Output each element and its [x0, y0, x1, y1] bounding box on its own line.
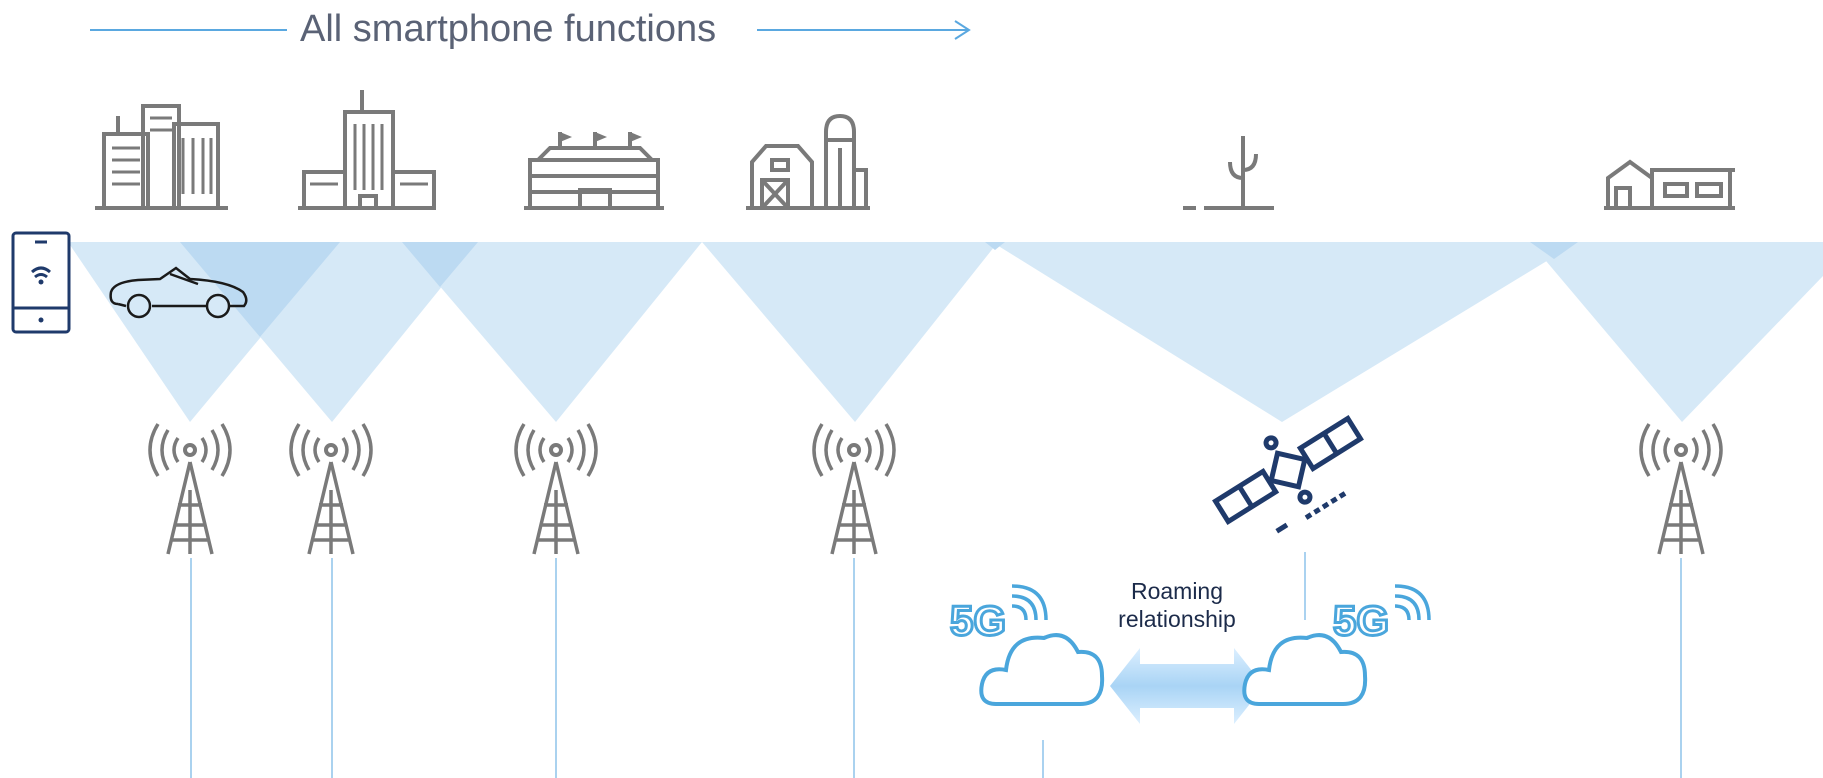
diagram-title: All smartphone functions: [300, 8, 717, 50]
house-icon: [1604, 159, 1735, 210]
cloud-icon: [1242, 633, 1368, 706]
cell-tower-icon: [514, 423, 598, 555]
coverage-cone-3: [402, 242, 702, 422]
convertible-car-icon: [109, 266, 248, 319]
coverage-cone-6: [1530, 242, 1823, 422]
backhaul-lines: [190, 552, 1682, 778]
office-buildings-icon: [95, 104, 228, 210]
smartphone-icon: [11, 231, 71, 334]
coverage-cone-satellite: [992, 242, 1578, 422]
cell-tower-icon: [148, 423, 232, 555]
skyscraper-icon: [298, 90, 436, 210]
coverage-cone-4: [702, 242, 998, 422]
coverage-overlaps: [180, 242, 1578, 337]
cell-tower-icon: [1639, 423, 1723, 555]
satellite-icon: [1212, 415, 1364, 534]
cell-tower-icon: [289, 423, 373, 555]
5g-badge-right: 5G: [1332, 584, 1431, 646]
roaming-arrow: [1110, 648, 1264, 724]
roaming-relationship-label: Roaming relationship: [1118, 578, 1236, 632]
coverage-areas: [68, 242, 1823, 422]
cloud-icon: [979, 633, 1105, 706]
5g-badge-icon: 5G: [1333, 597, 1389, 644]
header-arrow: [90, 20, 971, 40]
stadium-icon: [524, 132, 664, 210]
farm-barn-icon: [746, 113, 870, 210]
desert-cactus-icon: [1183, 136, 1274, 210]
5g-badge-left: 5G: [949, 584, 1048, 646]
cell-tower-icon: [812, 423, 896, 555]
5g-badge-icon: 5G: [950, 597, 1006, 644]
